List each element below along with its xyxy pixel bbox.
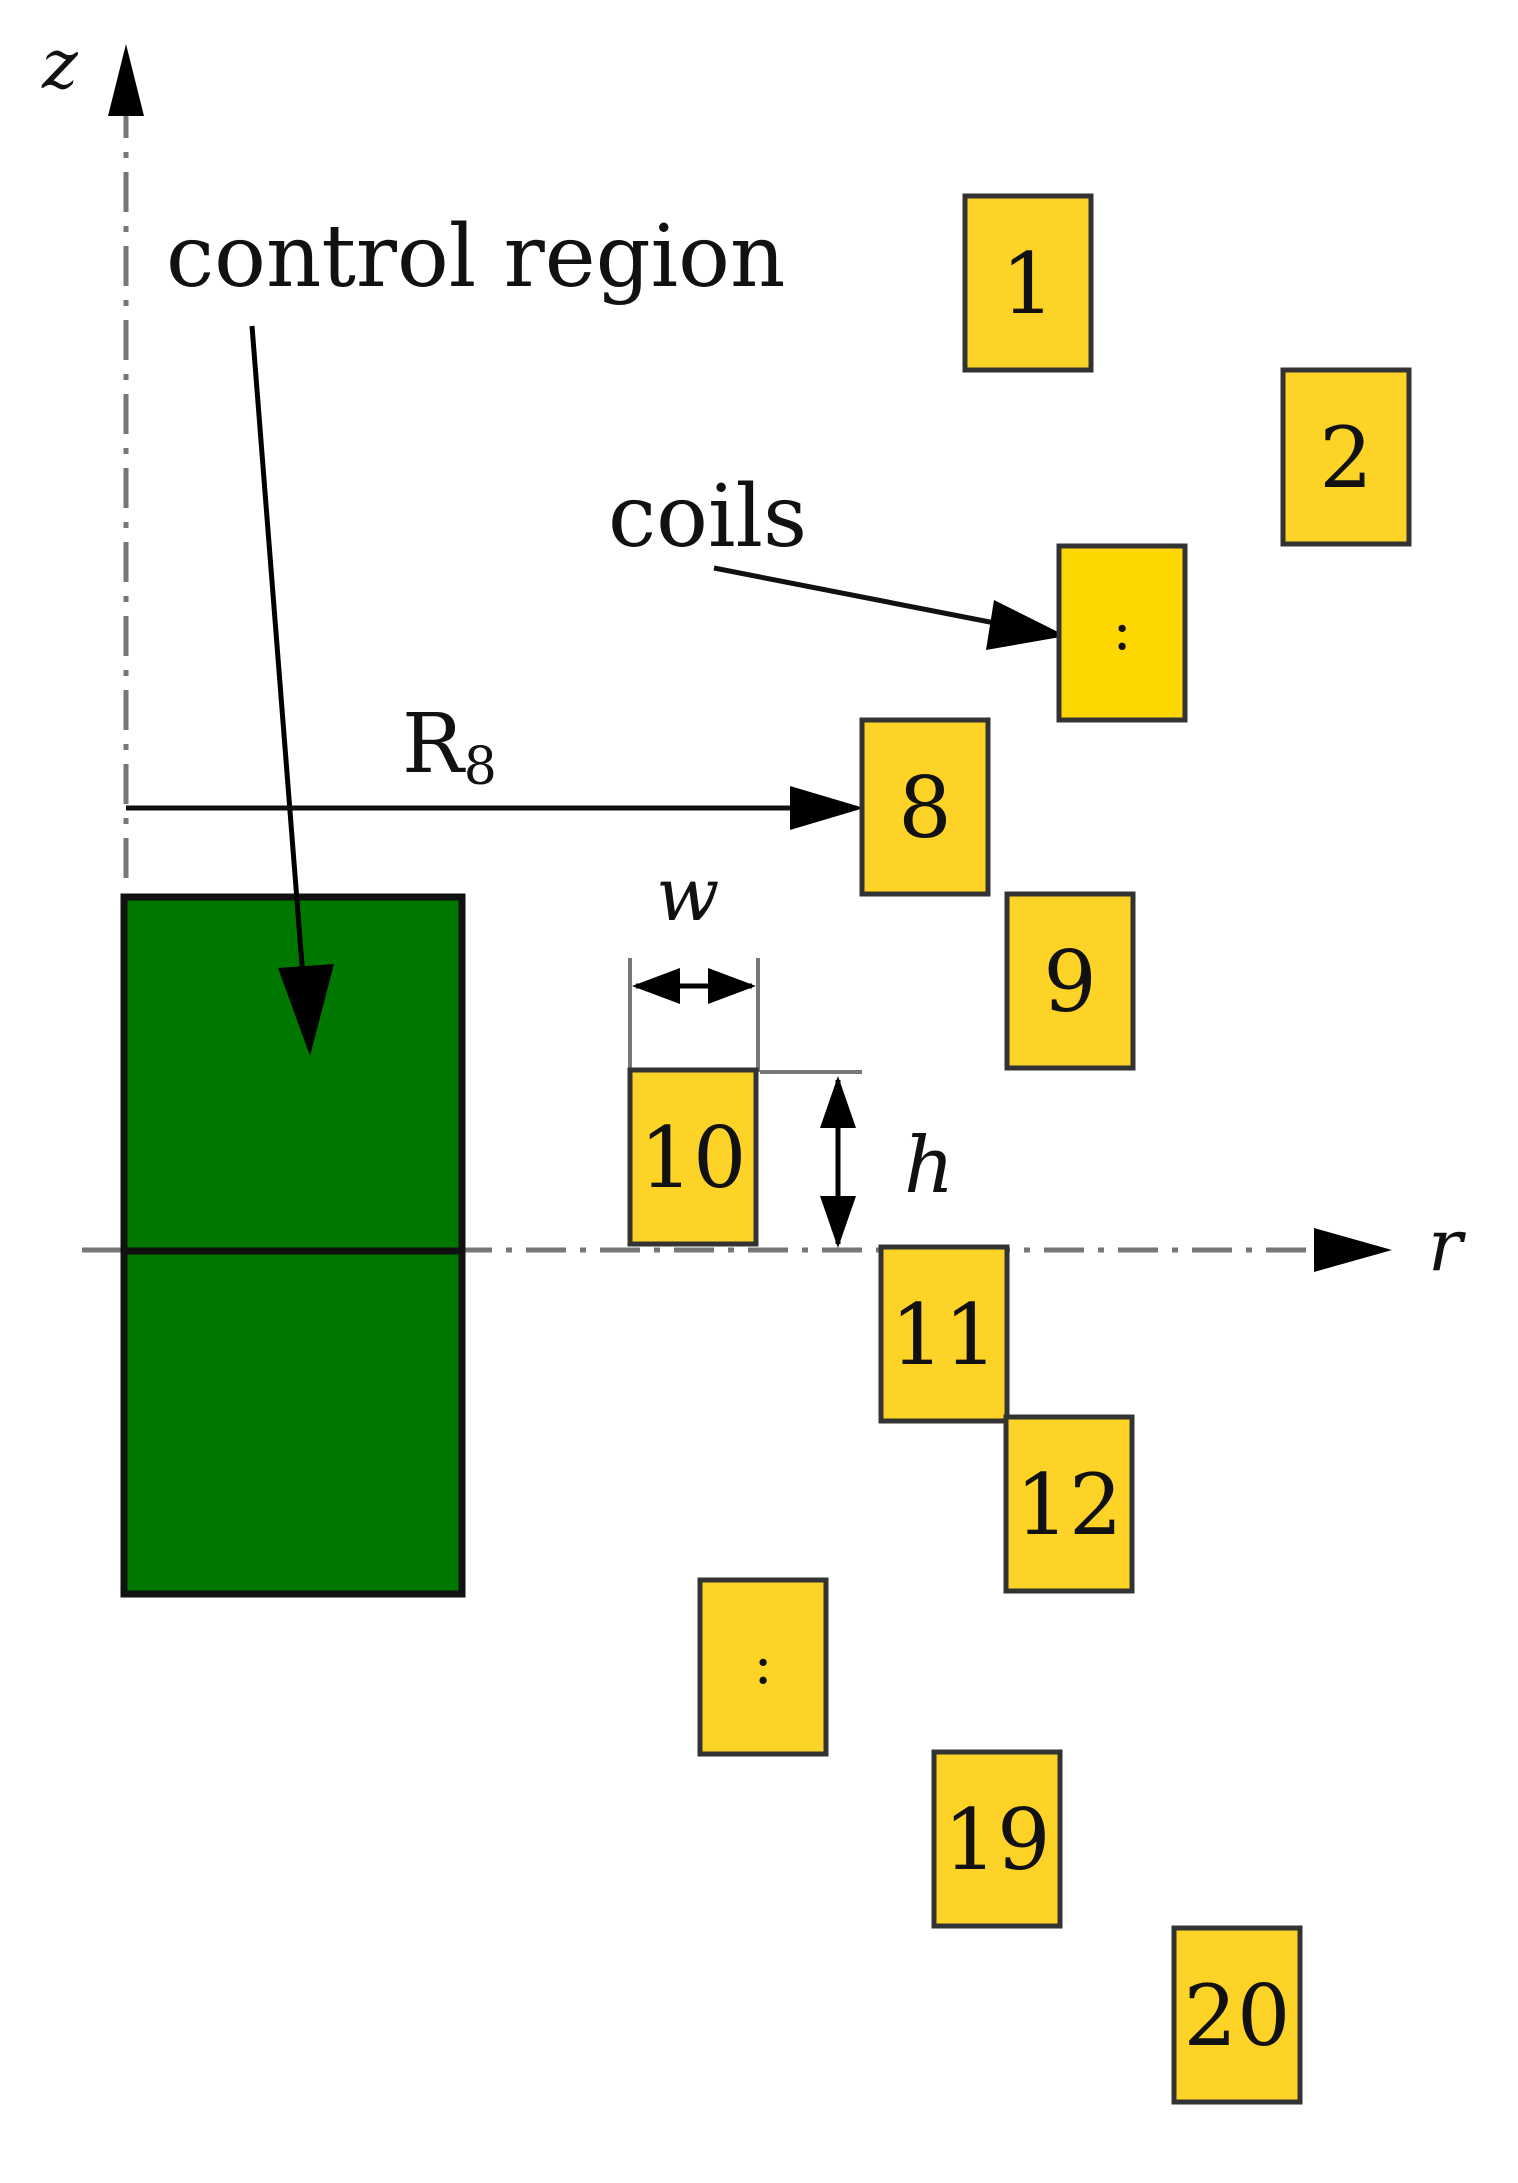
z-axis-label: z (41, 26, 79, 105)
z-axis-arrowhead (108, 44, 144, 116)
coil-box (878, 1244, 1010, 1424)
coils-arrowhead (986, 600, 1066, 650)
coil-ellipsis-8: : (697, 1577, 829, 1757)
radius-symbol: R (402, 697, 466, 792)
coil-label: 1 (1001, 235, 1054, 333)
width-label: w (656, 852, 719, 938)
control-region-lower (120, 1247, 466, 1598)
coil-label: : (1113, 598, 1132, 663)
coil-label: 11 (891, 1286, 998, 1384)
coil-label: 20 (1184, 1967, 1291, 2065)
coils-arrow (713, 565, 1001, 627)
control-region-label: control region (166, 207, 785, 307)
coil-ellipsis-2: : (1056, 543, 1188, 723)
coil-box (697, 1577, 829, 1757)
coil-12: 12 (1003, 1414, 1135, 1594)
width-arrowhead-right (708, 968, 756, 1004)
control-region-arrowhead (278, 964, 334, 1056)
r-axis-arrowhead (1314, 1228, 1392, 1272)
coil-box (1003, 1414, 1135, 1594)
coil-label: 12 (1016, 1456, 1123, 1554)
coil-box (1280, 367, 1412, 547)
coil-label: 9 (1043, 933, 1096, 1031)
coil-9: 9 (1004, 891, 1136, 1071)
coil-box (962, 193, 1094, 373)
coil-box (1171, 1925, 1303, 2105)
height-label: h (904, 1121, 954, 1211)
coil-19: 19 (931, 1749, 1063, 1929)
coil-label: 2 (1319, 409, 1372, 507)
height-arrowhead-top (820, 1076, 856, 1128)
coil-label: 19 (944, 1791, 1051, 1889)
height-arrowhead-bottom (820, 1196, 856, 1248)
radius-r8-arrowhead (790, 786, 864, 830)
coil-10: 10 (627, 1067, 759, 1247)
coil-2: 2 (1280, 367, 1412, 547)
coil-label: 10 (640, 1109, 747, 1207)
coil-box (627, 1067, 759, 1247)
coil-1: 1 (962, 193, 1094, 373)
coil-box (1056, 543, 1188, 723)
coil-box (931, 1749, 1063, 1929)
coils-label: coils (608, 467, 807, 567)
coil-box (859, 717, 991, 897)
control-region-upper (120, 893, 466, 1255)
coil-8: 8 (859, 717, 991, 897)
coil-11: 11 (878, 1244, 1010, 1424)
control-region-arrow (249, 325, 307, 991)
radius-subscript: 8 (464, 737, 497, 797)
r-axis-label: r (1428, 1203, 1466, 1287)
coil-label: 8 (898, 759, 951, 857)
coil-20: 20 (1171, 1925, 1303, 2105)
width-arrowhead-left (632, 968, 680, 1004)
coil-label: : (754, 1632, 773, 1697)
radius-r8-label: R8 (402, 697, 497, 797)
coil-box (1004, 891, 1136, 1071)
